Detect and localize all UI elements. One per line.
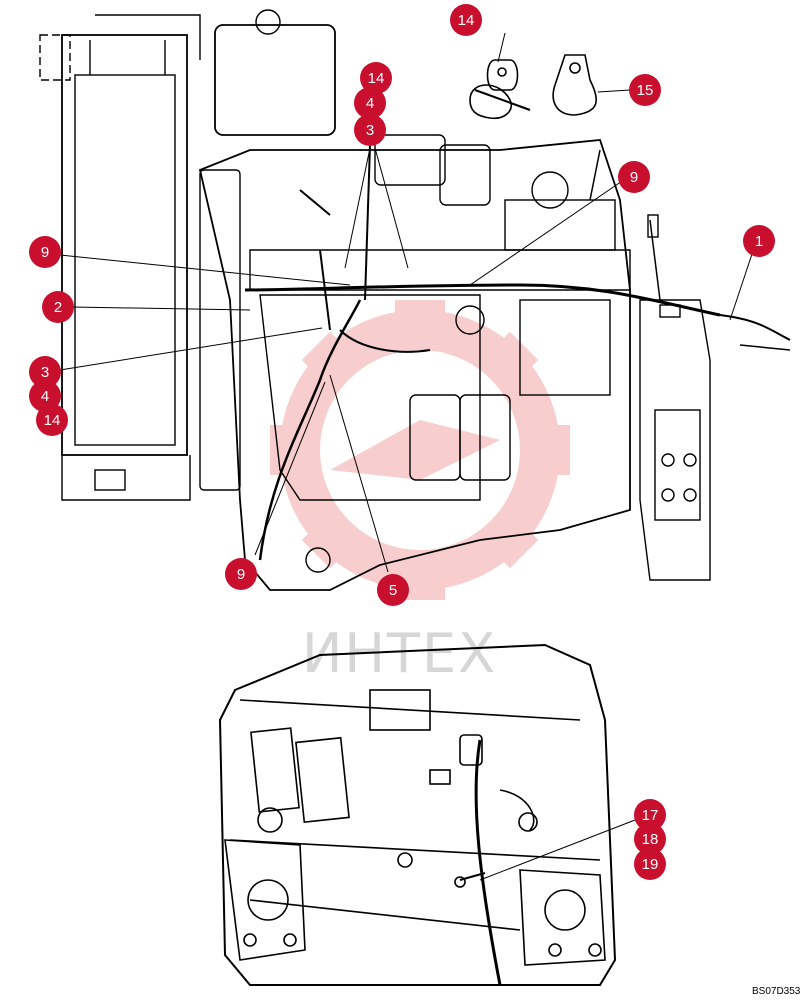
callout-circle	[450, 4, 482, 36]
callout-3: 3	[29, 356, 61, 388]
callout-circle	[354, 114, 386, 146]
callout-circle	[377, 574, 409, 606]
leader-lines	[59, 32, 756, 881]
callout-14: 14	[36, 404, 68, 436]
callout-label: 15	[637, 82, 654, 99]
callout-circle	[743, 225, 775, 257]
callout-3: 3	[354, 114, 386, 146]
callout-circle	[634, 823, 666, 855]
callout-label: 4	[41, 388, 49, 405]
callout-label: 18	[642, 831, 659, 848]
callout-label: 9	[630, 169, 638, 186]
callout-circle	[36, 404, 68, 436]
engine-assembly	[39, 9, 791, 591]
clip-14-detail	[469, 59, 531, 120]
callout-5: 5	[377, 574, 409, 606]
callout-4: 4	[354, 87, 386, 119]
callout-label: 5	[389, 582, 397, 599]
callout-label: 3	[41, 364, 49, 381]
callout-14: 14	[360, 62, 392, 94]
callout-18: 18	[634, 823, 666, 855]
callout-9: 9	[225, 558, 257, 590]
callout-markers: 14 15 14 4 3 9 1 9 2 3 4 14 9 5 17 18 19	[29, 4, 775, 880]
callout-circle	[42, 291, 74, 323]
callout-label: 14	[368, 70, 385, 87]
callout-9: 9	[29, 236, 61, 268]
callout-circle	[360, 62, 392, 94]
callout-19: 19	[634, 848, 666, 880]
callout-circle	[629, 74, 661, 106]
clip-15-detail	[552, 54, 598, 116]
callout-9: 9	[618, 161, 650, 193]
callout-circle	[225, 558, 257, 590]
callout-label: 19	[642, 856, 659, 873]
callout-label: 14	[458, 12, 475, 29]
callout-label: 17	[642, 807, 659, 824]
callout-15: 15	[629, 74, 661, 106]
callout-label: 9	[237, 566, 245, 583]
callout-1: 1	[743, 225, 775, 257]
callout-label: 1	[755, 233, 763, 250]
callout-circle	[29, 356, 61, 388]
callout-label: 4	[366, 95, 374, 112]
callout-label: 2	[54, 299, 62, 316]
callout-circle	[634, 799, 666, 831]
callout-17: 17	[634, 799, 666, 831]
frame-assembly	[218, 643, 617, 986]
callout-4: 4	[29, 380, 61, 412]
callout-circle	[29, 236, 61, 268]
callout-label: 9	[41, 244, 49, 261]
figure-code: BS07D353	[752, 986, 801, 997]
callout-label: 3	[366, 122, 374, 139]
callout-circle	[634, 848, 666, 880]
callout-2: 2	[42, 291, 74, 323]
callout-14: 14	[450, 4, 482, 36]
callout-label: 14	[44, 412, 61, 429]
callout-circle	[618, 161, 650, 193]
callout-circle	[354, 87, 386, 119]
callout-circle	[29, 380, 61, 412]
